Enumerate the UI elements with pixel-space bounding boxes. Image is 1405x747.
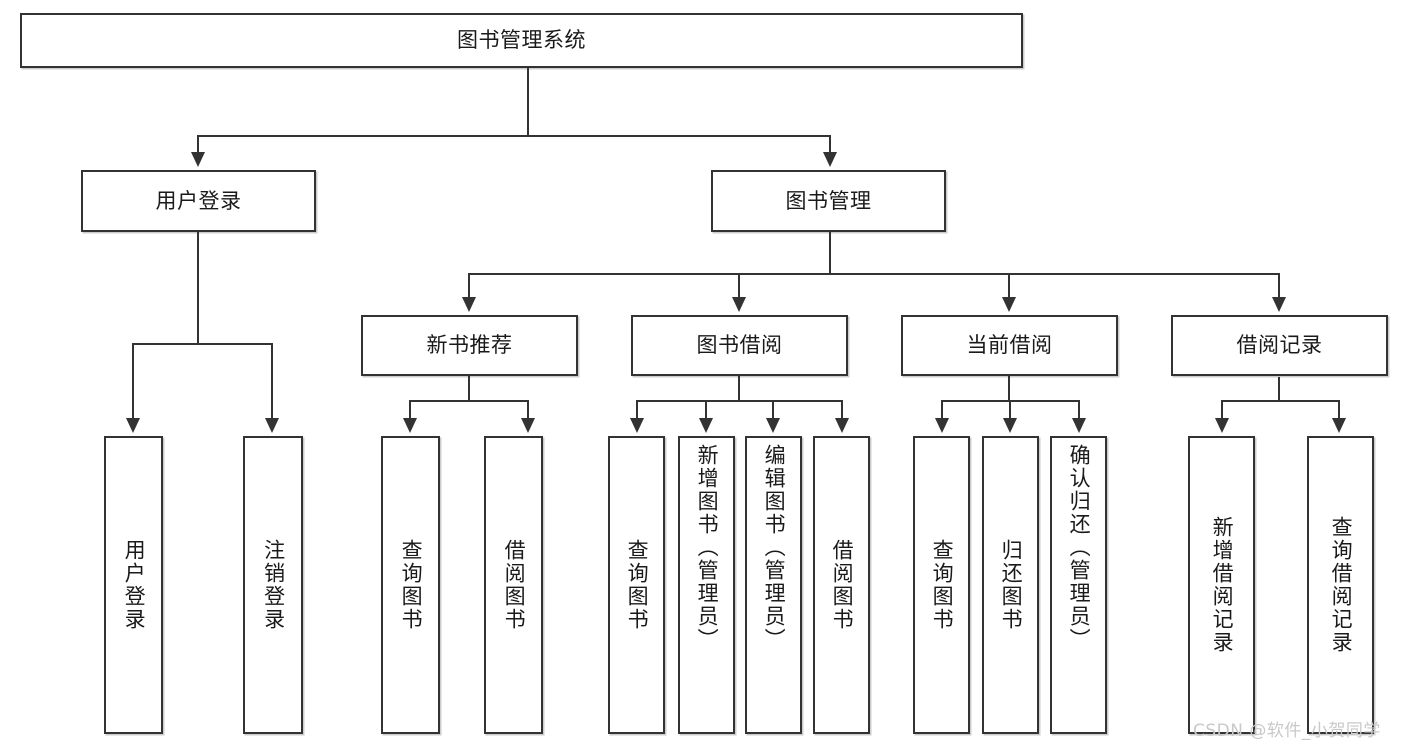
connector-root-bus (197, 135, 831, 137)
arrowhead-leaf-user-login (126, 418, 140, 433)
connector-borrow-record-bus (1221, 400, 1340, 402)
leaf-user-login[interactable]: 用户登录 (104, 436, 163, 734)
node-label: 查询图书 (930, 539, 955, 631)
connector-root-stem (527, 68, 529, 135)
node-book-borrow[interactable]: 图书借阅 (631, 315, 848, 376)
connector-new-book-right (527, 400, 529, 420)
connector-to-current-borrow (1008, 273, 1010, 300)
connector-to-book-borrow (738, 273, 740, 300)
connector-current-borrow-c1 (941, 400, 943, 420)
connector-user-login-stem (197, 232, 199, 343)
leaf-add-borrow-record[interactable]: 新增借阅记录 (1188, 436, 1255, 734)
node-label: 借阅图书 (502, 539, 527, 631)
connector-new-book-bus (409, 400, 529, 402)
connector-root-to-user-login (197, 135, 199, 155)
node-user-login[interactable]: 用户登录 (81, 170, 316, 232)
arrowhead-leaf-query-book-1 (403, 418, 417, 433)
leaf-logout[interactable]: 注销登录 (243, 436, 303, 734)
connector-current-borrow-stem (1008, 376, 1010, 400)
connector-book-borrow-stem (738, 376, 740, 400)
connector-level3-bus (468, 273, 1280, 275)
arrowhead-new-book-recommend (462, 297, 476, 312)
node-label: 借阅图书 (830, 539, 855, 631)
connector-borrow-record-left (1221, 400, 1223, 420)
leaf-query-book-new-recommend[interactable]: 查询图书 (381, 436, 440, 734)
arrowhead-leaf-add-record (1215, 418, 1229, 433)
node-label: 查询图书 (399, 539, 424, 631)
node-label: 新增图书（管理员） (695, 444, 720, 651)
leaf-add-book[interactable]: 新增图书（管理员） (678, 436, 735, 734)
arrowhead-leaf-query-record (1332, 418, 1346, 433)
connector-book-borrow-bus (636, 400, 843, 402)
node-label: 图书管理 (785, 188, 872, 213)
node-label: 查询借阅记录 (1329, 516, 1354, 654)
connector-to-new-book-recommend (468, 273, 470, 300)
node-label: 归还图书 (999, 539, 1024, 631)
node-label: 新书推荐 (426, 333, 513, 358)
connector-root-to-book-management (829, 135, 831, 155)
connector-user-login-bus (132, 343, 272, 345)
leaf-query-book-borrow[interactable]: 查询图书 (608, 436, 665, 734)
node-new-book-recommend[interactable]: 新书推荐 (361, 315, 578, 376)
node-label: 查询图书 (625, 539, 650, 631)
node-label: 注销登录 (261, 539, 286, 631)
arrowhead-leaf-return-book (1003, 418, 1017, 433)
node-current-borrow[interactable]: 当前借阅 (901, 315, 1118, 376)
node-label: 图书管理系统 (457, 28, 586, 53)
arrowhead-leaf-query-book-3 (935, 418, 949, 433)
node-borrow-record[interactable]: 借阅记录 (1171, 315, 1388, 376)
node-label: 借阅记录 (1236, 333, 1323, 358)
arrowhead-user-login (191, 152, 205, 167)
node-label: 用户登录 (155, 188, 242, 213)
arrowhead-leaf-logout (265, 418, 279, 433)
node-label: 确认归还（管理员） (1067, 444, 1092, 651)
arrowhead-book-management (823, 152, 837, 167)
leaf-edit-book[interactable]: 编辑图书（管理员） (745, 436, 802, 734)
connector-new-book-stem (468, 376, 470, 400)
connector-user-login-left (132, 343, 134, 420)
node-label: 当前借阅 (966, 333, 1053, 358)
connector-current-borrow-c2 (1009, 400, 1011, 420)
node-book-management[interactable]: 图书管理 (711, 170, 946, 232)
connector-book-borrow-c2 (705, 400, 707, 420)
leaf-return-book[interactable]: 归还图书 (982, 436, 1039, 734)
connector-borrow-record-stem (1278, 377, 1280, 400)
connector-book-borrow-c3 (772, 400, 774, 420)
leaf-borrow-book-borrow[interactable]: 借阅图书 (813, 436, 870, 734)
arrowhead-borrow-record (1272, 297, 1286, 312)
node-label: 编辑图书（管理员） (762, 444, 787, 651)
arrowhead-leaf-edit-book (766, 418, 780, 433)
connector-user-login-right (271, 343, 273, 420)
node-root-system[interactable]: 图书管理系统 (20, 13, 1023, 68)
connector-book-borrow-c1 (636, 400, 638, 420)
arrowhead-book-borrow (732, 297, 746, 312)
leaf-confirm-return[interactable]: 确认归还（管理员） (1050, 436, 1107, 734)
leaf-query-borrow-record[interactable]: 查询借阅记录 (1307, 436, 1374, 734)
arrowhead-leaf-confirm-return (1072, 418, 1086, 433)
connector-book-borrow-c4 (841, 400, 843, 420)
node-label: 用户登录 (122, 539, 147, 631)
arrowhead-current-borrow (1002, 297, 1016, 312)
arrowhead-leaf-add-book (699, 418, 713, 433)
connector-book-management-stem (829, 232, 831, 273)
arrowhead-leaf-borrow-book-1 (521, 418, 535, 433)
connector-borrow-record-right (1338, 400, 1340, 420)
arrowhead-leaf-query-book-2 (630, 418, 644, 433)
node-label: 图书借阅 (696, 333, 783, 358)
connector-to-borrow-record (1278, 273, 1280, 300)
connector-new-book-left (409, 400, 411, 420)
arrowhead-leaf-borrow-book-2 (835, 418, 849, 433)
connector-current-borrow-c3 (1078, 400, 1080, 420)
leaf-borrow-book-new-recommend[interactable]: 借阅图书 (484, 436, 543, 734)
leaf-query-book-current[interactable]: 查询图书 (913, 436, 970, 734)
node-label: 新增借阅记录 (1210, 516, 1235, 654)
